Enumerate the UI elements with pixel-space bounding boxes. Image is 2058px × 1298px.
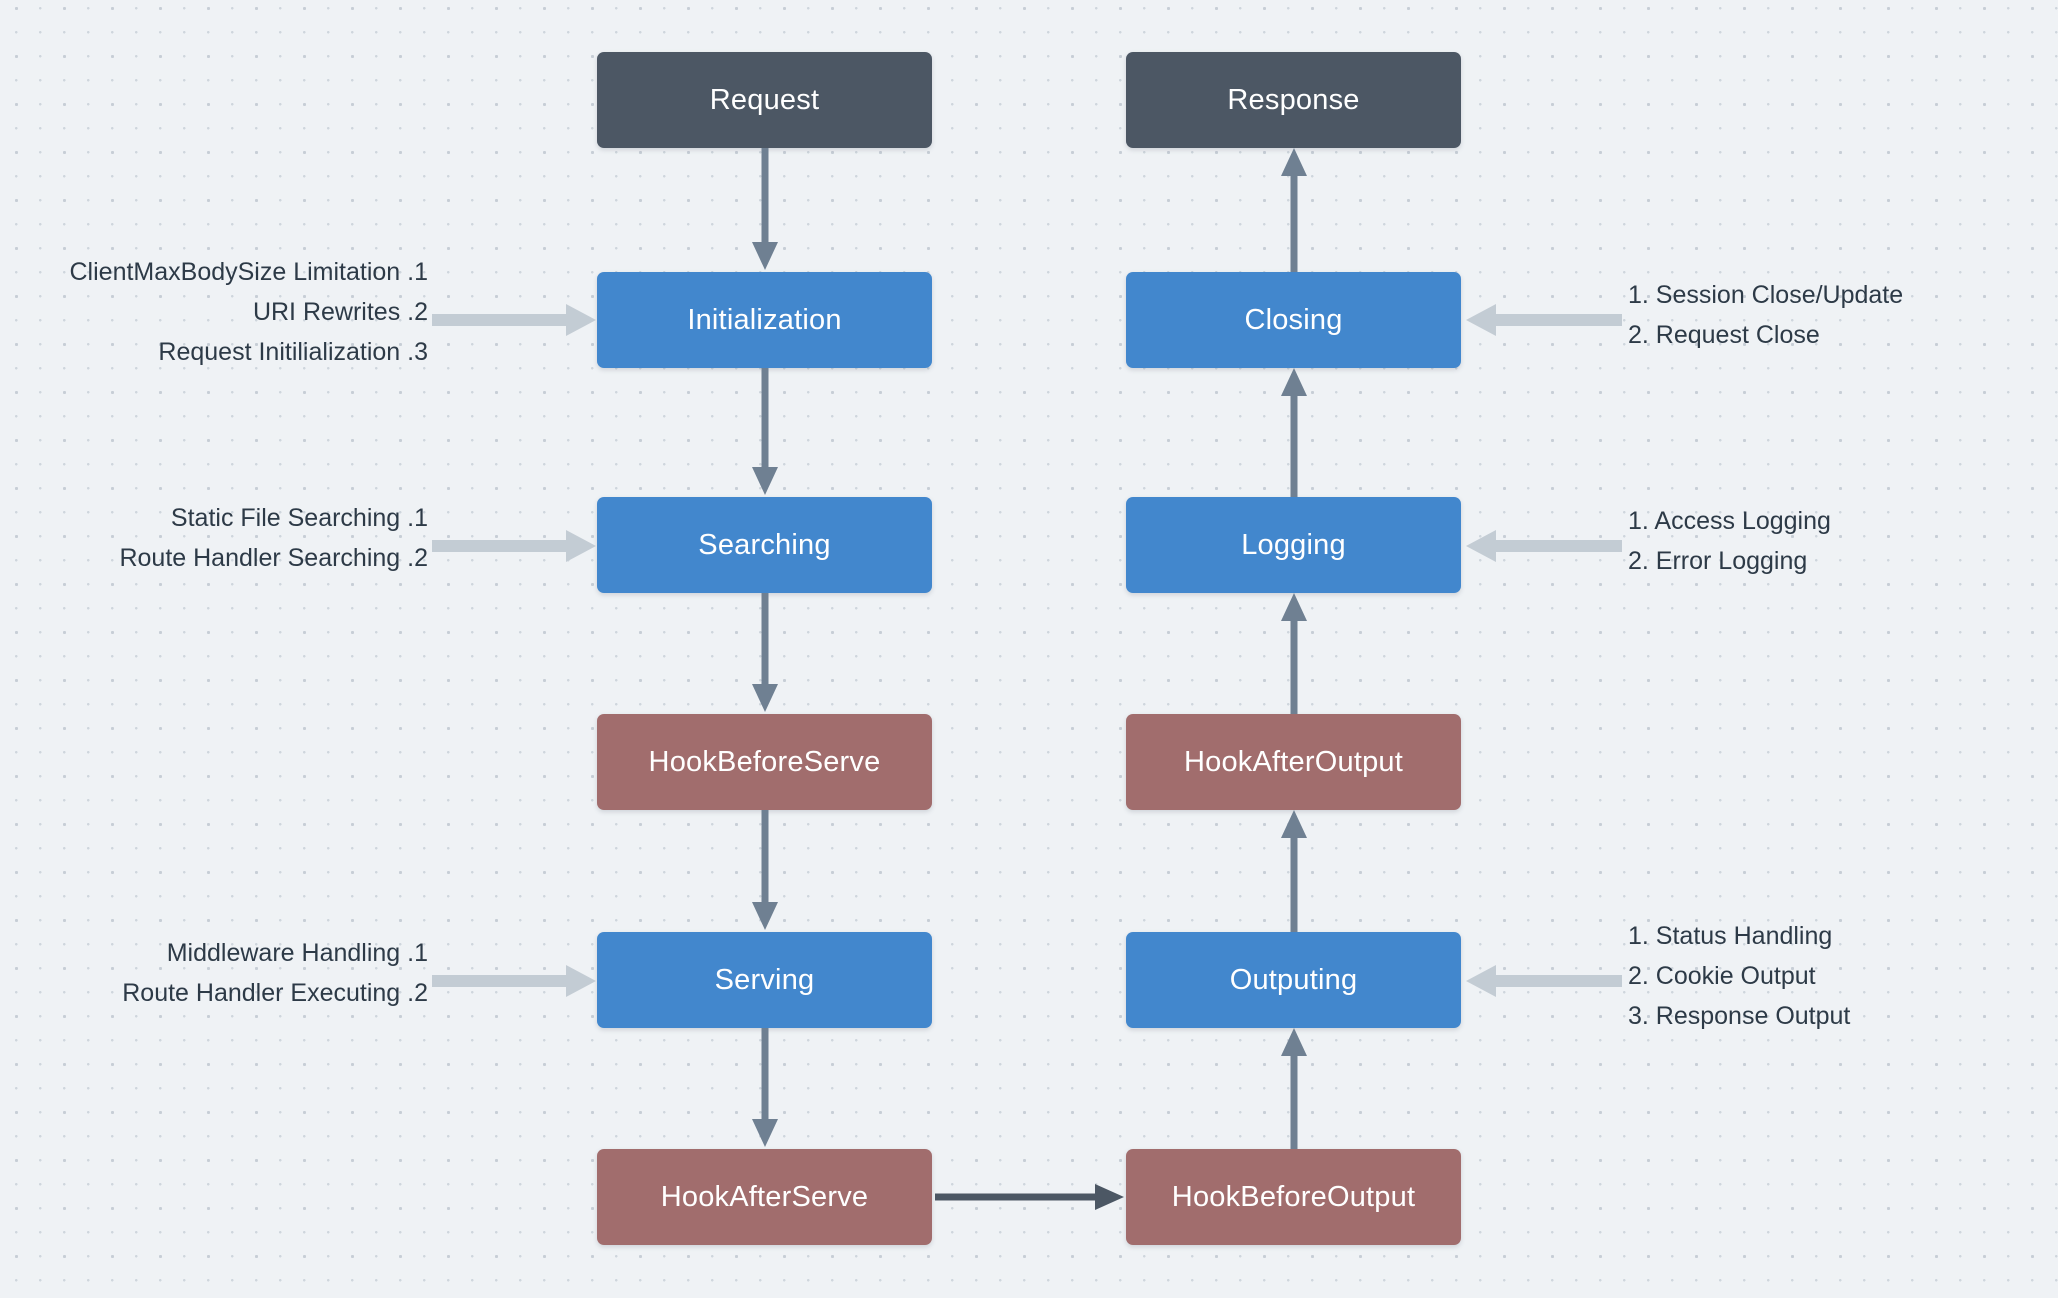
- node-hook-before-serve-label: HookBeforeServe: [648, 745, 881, 778]
- annotation-initialization-line-3: Request Initilialization .3: [158, 338, 428, 366]
- node-initialization-label: Initialization: [687, 303, 842, 336]
- annotation-logging-line-2: 2. Error Logging: [1628, 547, 1808, 575]
- flow-arrow-logging-to-closing: [1277, 368, 1311, 497]
- annotation-arrow-outputing: [1466, 964, 1622, 998]
- annotation-outputing-line-1: 1. Status Handling: [1628, 922, 1833, 950]
- flow-arrow-hook-before-output-to-outputing: [1277, 1028, 1311, 1149]
- annotation-outputing-line-3: 3. Response Output: [1628, 1002, 1851, 1030]
- node-request-label: Request: [709, 83, 820, 116]
- node-hook-after-serve[interactable]: HookAfterServe: [597, 1149, 932, 1245]
- annotation-arrow-serving: [432, 964, 597, 998]
- annotation-searching-line-1: Static File Searching .1: [170, 504, 428, 532]
- annotation-searching: Static File Searching .1 Route Handler S…: [0, 498, 428, 578]
- node-closing-label: Closing: [1244, 303, 1343, 336]
- annotation-serving-line-1: Middleware Handling .1: [166, 939, 428, 967]
- flow-arrow-hook-before-serve-to-serving: [748, 810, 782, 932]
- node-closing[interactable]: Closing: [1126, 272, 1461, 368]
- annotation-arrow-closing: [1466, 303, 1622, 337]
- node-logging[interactable]: Logging: [1126, 497, 1461, 593]
- annotation-outputing: 1. Status Handling 2. Cookie Output 3. R…: [1628, 916, 2048, 1036]
- node-searching-label: Searching: [698, 528, 831, 561]
- node-searching[interactable]: Searching: [597, 497, 932, 593]
- flow-arrow-request-to-initialization: [748, 148, 782, 272]
- node-outputing[interactable]: Outputing: [1126, 932, 1461, 1028]
- flow-arrow-closing-to-response: [1277, 148, 1311, 272]
- annotation-logging-line-1: 1. Access Logging: [1628, 507, 1831, 535]
- node-request[interactable]: Request: [597, 52, 932, 148]
- flow-arrow-hook-after-serve-to-hook-before-output: [935, 1180, 1126, 1214]
- annotation-closing-line-2: 2. Request Close: [1628, 321, 1820, 349]
- annotation-closing: 1. Session Close/Update 2. Request Close: [1628, 275, 2048, 355]
- node-hook-after-serve-label: HookAfterServe: [660, 1180, 869, 1213]
- flow-arrow-initialization-to-searching: [748, 368, 782, 497]
- node-hook-after-output[interactable]: HookAfterOutput: [1126, 714, 1461, 810]
- flow-arrow-serving-to-hook-after-serve: [748, 1028, 782, 1149]
- node-initialization[interactable]: Initialization: [597, 272, 932, 368]
- node-hook-before-output[interactable]: HookBeforeOutput: [1126, 1149, 1461, 1245]
- annotation-arrow-searching: [432, 529, 597, 563]
- node-outputing-label: Outputing: [1229, 963, 1358, 996]
- annotation-serving-line-2: Route Handler Executing .2: [122, 979, 428, 1007]
- annotation-logging: 1. Access Logging 2. Error Logging: [1628, 501, 2048, 581]
- annotation-outputing-line-2: 2. Cookie Output: [1628, 962, 1816, 990]
- annotation-initialization-line-2: URI Rewrites .2: [252, 298, 428, 326]
- node-hook-before-output-label: HookBeforeOutput: [1171, 1180, 1416, 1213]
- annotation-serving: Middleware Handling .1 Route Handler Exe…: [0, 933, 428, 1013]
- node-logging-label: Logging: [1241, 528, 1346, 561]
- annotation-initialization: ClientMaxBodySize Limitation .1 URI Rewr…: [0, 252, 429, 372]
- annotation-initialization-line-1: ClientMaxBodySize Limitation .1: [69, 258, 429, 286]
- node-response[interactable]: Response: [1126, 52, 1461, 148]
- node-response-label: Response: [1227, 83, 1360, 116]
- annotation-arrow-logging: [1466, 529, 1622, 563]
- node-hook-after-output-label: HookAfterOutput: [1184, 745, 1403, 778]
- node-serving-label: Serving: [714, 963, 815, 996]
- flow-arrow-hook-after-output-to-logging: [1277, 593, 1311, 714]
- annotation-searching-line-2: Route Handler Searching .2: [119, 544, 428, 572]
- flow-arrow-outputing-to-hook-after-output: [1277, 810, 1311, 932]
- flow-arrow-searching-to-hook-before-serve: [748, 593, 782, 714]
- node-serving[interactable]: Serving: [597, 932, 932, 1028]
- annotation-arrow-initialization: [432, 303, 597, 337]
- annotation-closing-line-1: 1. Session Close/Update: [1628, 281, 1904, 309]
- node-hook-before-serve[interactable]: HookBeforeServe: [597, 714, 932, 810]
